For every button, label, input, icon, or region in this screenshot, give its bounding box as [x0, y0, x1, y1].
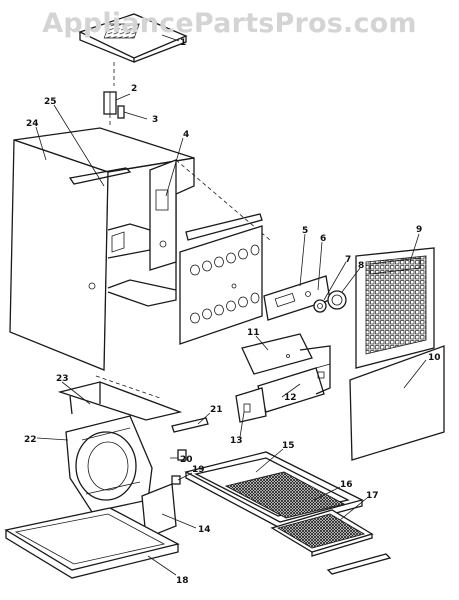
- callout-8: 8: [358, 261, 364, 271]
- callout-15: 15: [282, 441, 295, 451]
- part-23-blower-frame: [57, 375, 183, 421]
- callout-19: 19: [192, 465, 205, 475]
- part-14-filter-bracket: [141, 483, 177, 539]
- callout-17: 17: [366, 491, 379, 501]
- callout-21: 21: [210, 405, 223, 415]
- callout-11: 11: [247, 328, 260, 338]
- part-8-sight-glass: [327, 290, 347, 310]
- callout-16: 16: [340, 480, 353, 490]
- part-1-top-vent-cap: [78, 13, 188, 86]
- part-5-burner-bracket: [263, 275, 331, 321]
- callout-9: 9: [416, 225, 422, 235]
- part-9-louvered-door: [355, 247, 435, 369]
- part-19-clip: [171, 475, 181, 485]
- callout-7: 7: [345, 255, 351, 265]
- callout-23: 23: [56, 374, 69, 384]
- callout-2: 2: [131, 84, 137, 94]
- callout-12: 12: [284, 393, 297, 403]
- callout-1: 1: [180, 38, 186, 48]
- loose-rail: [326, 553, 392, 575]
- callout-14: 14: [198, 525, 211, 535]
- callout-22: 22: [24, 435, 37, 445]
- part-4-divider-panel: [149, 159, 271, 271]
- part-2-bracket: [103, 91, 125, 128]
- callout-labels: 1 2 3 4 5 6 7 8 9 10 11 12 13 14 15 16 1…: [24, 38, 441, 586]
- part-25-top-panel: [68, 167, 132, 185]
- callout-18: 18: [176, 576, 189, 586]
- part-16-filter: [224, 471, 346, 519]
- leader-lines: [35, 34, 427, 576]
- part-11-control-cover: [241, 333, 313, 375]
- callout-10: 10: [428, 353, 441, 363]
- part-17-filter: [270, 509, 374, 557]
- callout-3: 3: [152, 115, 158, 125]
- part-18-base-pan: [4, 507, 180, 579]
- part-7-grommet: [313, 299, 327, 313]
- callout-4: 4: [183, 130, 189, 140]
- callout-5: 5: [302, 226, 308, 236]
- heat-exchanger-panel: [179, 213, 263, 345]
- callout-25: 25: [44, 97, 57, 107]
- callout-24: 24: [26, 119, 39, 129]
- part-24-cabinet: [9, 127, 195, 371]
- part-21-rail: [171, 417, 209, 433]
- part-13-bracket: [235, 387, 267, 423]
- callout-13: 13: [230, 436, 243, 446]
- callout-20: 20: [180, 455, 193, 465]
- callout-6: 6: [320, 234, 326, 244]
- part-22-blower-housing: [65, 415, 153, 513]
- part-10-lower-door: [349, 345, 445, 461]
- part-20-clip: [177, 449, 187, 461]
